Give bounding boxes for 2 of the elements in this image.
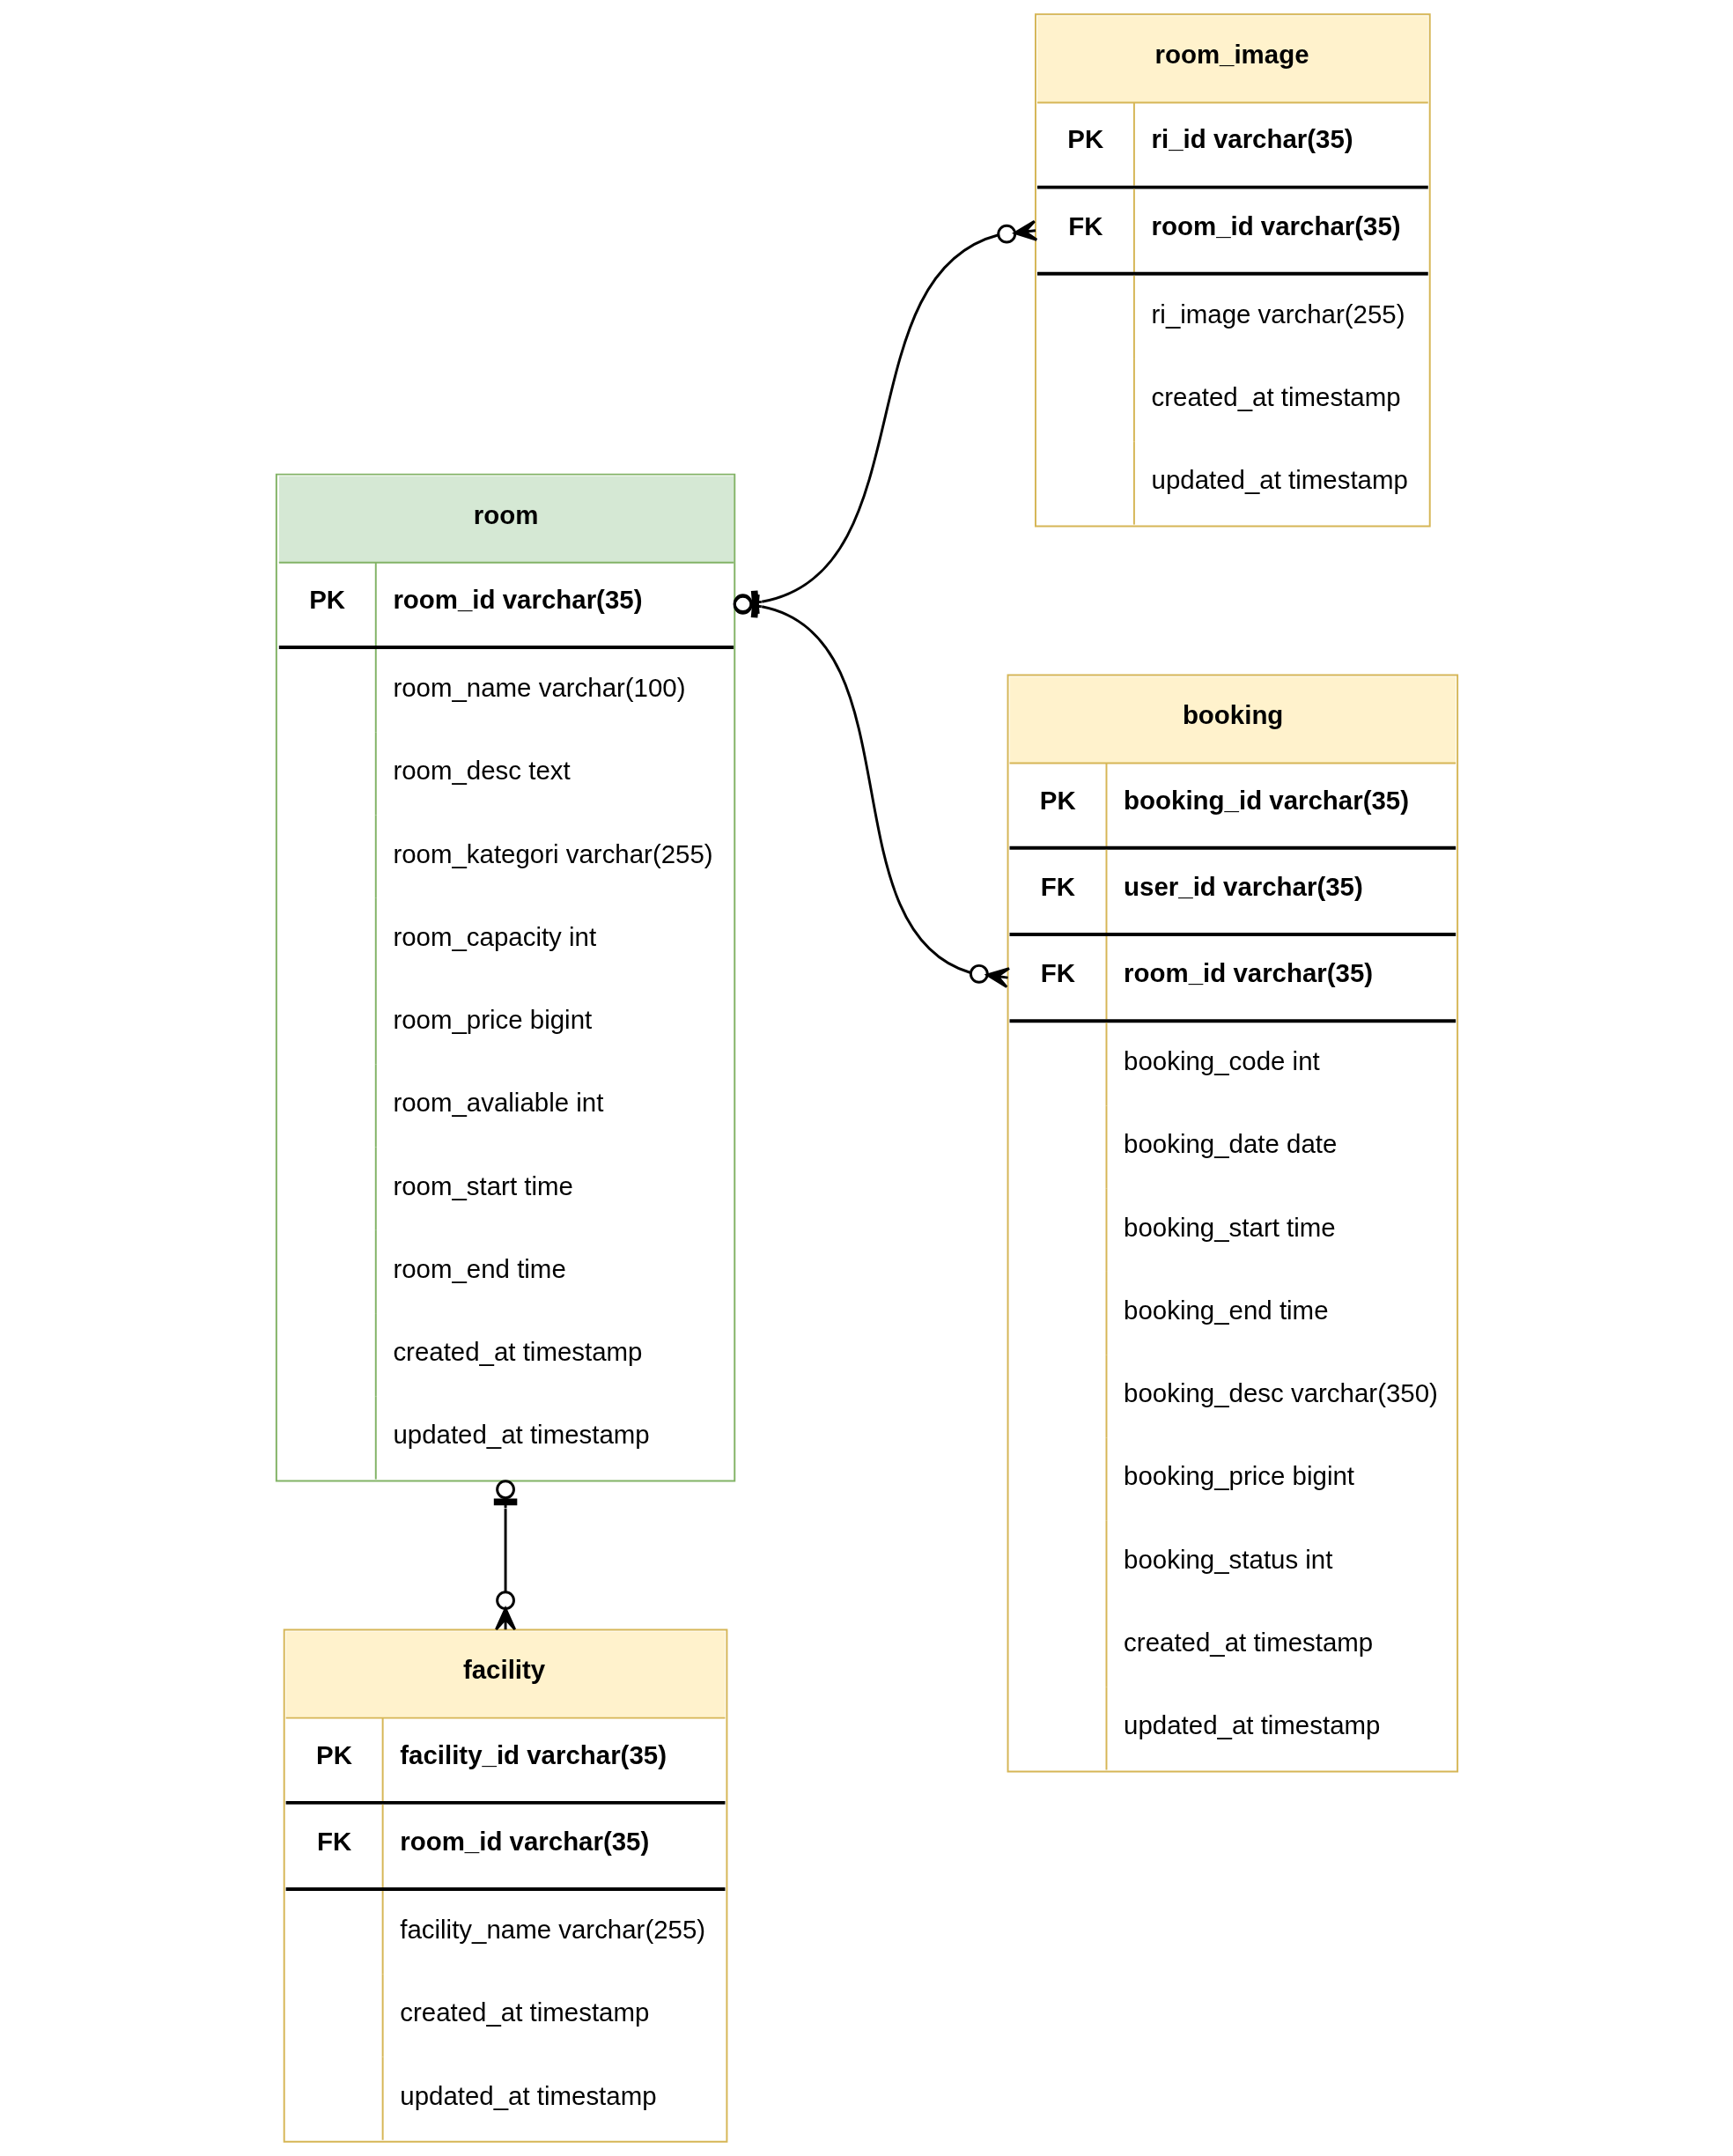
connector xyxy=(733,594,1010,989)
connector xyxy=(493,1480,517,1631)
